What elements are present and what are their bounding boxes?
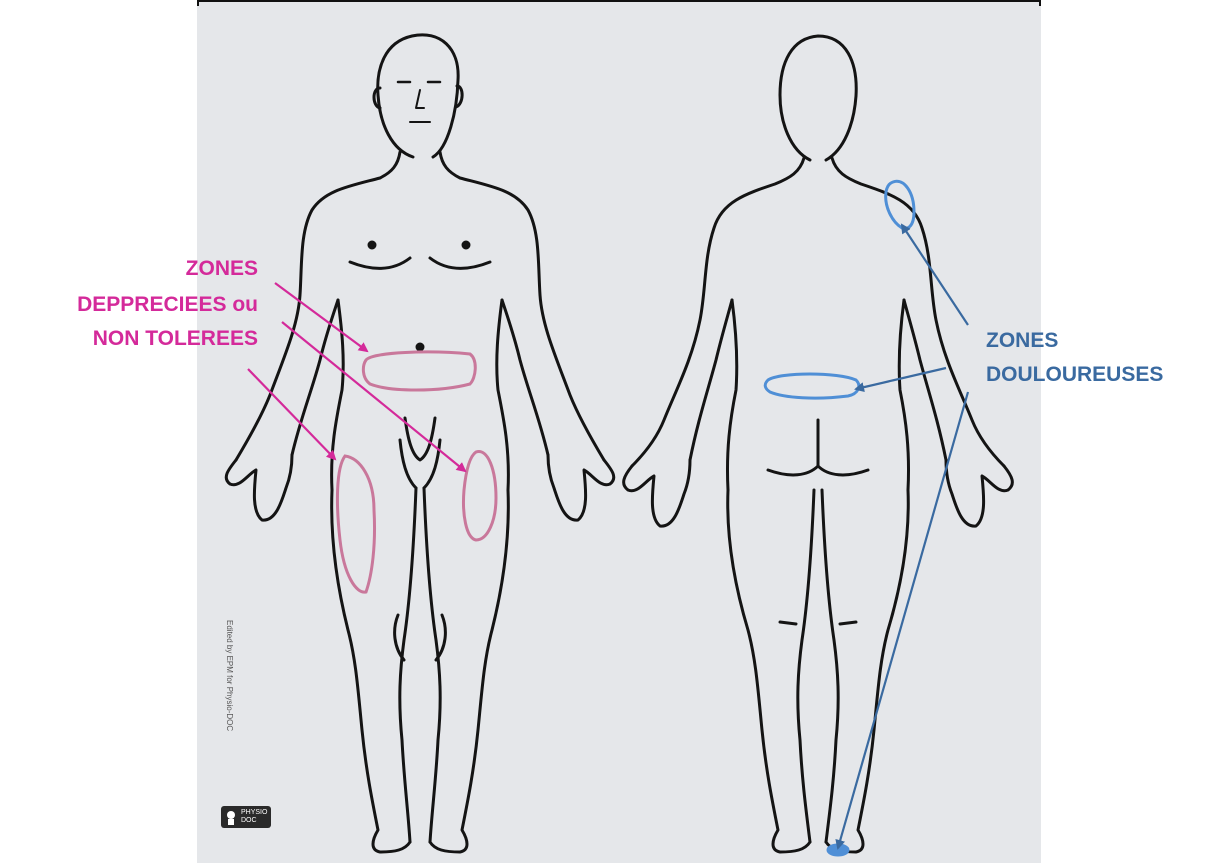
right-label-line-1: ZONES (986, 328, 1226, 354)
back-head-outline (780, 36, 856, 160)
front-groin-detail (405, 418, 435, 460)
back-left-knee (780, 622, 796, 624)
pink-zone-abdomen (363, 352, 475, 390)
pink-arrows (248, 283, 465, 471)
front-right-hand (548, 455, 614, 520)
front-torso-right-outline (440, 152, 604, 460)
blue-arrow-heel (838, 392, 968, 848)
physio-doc-logo: PHYSIO DOC (221, 806, 271, 828)
back-right-inner-arm (904, 300, 946, 460)
front-left-leg-inner (400, 488, 416, 842)
back-torso-right-outline (832, 158, 1004, 466)
front-torso-left-outline (236, 152, 400, 460)
front-left-hand (226, 455, 292, 520)
left-label-line-3: NON TOLEREES (0, 326, 258, 352)
credit-text-container: Edited by EPM for Physio-DOC (222, 620, 236, 750)
logo-text: PHYSIO DOC (241, 809, 271, 825)
front-right-flank (497, 300, 509, 490)
back-left-flank (727, 300, 736, 490)
back-left-hand (624, 460, 690, 526)
back-right-knee (840, 622, 856, 624)
front-face-nose (416, 90, 424, 108)
right-label-line-2: DOULOUREUSES (986, 362, 1226, 388)
back-left-inner-arm (690, 300, 732, 460)
front-right-inner-arm (502, 300, 548, 455)
front-right-leg-inner (424, 488, 440, 842)
pink-zones (337, 352, 496, 592)
pink-zone-right-thigh (464, 452, 497, 540)
blue-zone-shoulder (886, 181, 914, 228)
front-navel (417, 344, 423, 350)
blue-zones (765, 181, 914, 855)
back-torso-left-outline (632, 158, 804, 466)
back-right-leg-inner (822, 490, 838, 842)
back-left-leg-inner (798, 490, 814, 842)
front-right-leg-outer (430, 490, 508, 852)
left-annotation-label: ZONES DEPPRECIEES ou NON TOLEREES (0, 256, 258, 352)
front-chest-line (350, 258, 490, 268)
left-label-line-1: ZONES (0, 256, 258, 282)
credit-text: Edited by EPM for Physio-DOC (225, 620, 234, 731)
front-left-nipple (369, 242, 375, 248)
front-groin (400, 440, 440, 488)
front-right-nipple (463, 242, 469, 248)
logo-icon (221, 806, 241, 828)
pink-zone-left-thigh (337, 456, 374, 592)
front-body-figure (226, 35, 614, 852)
back-right-hand (946, 460, 1012, 526)
right-annotation-label: ZONES DOULOUREUSES (986, 328, 1226, 388)
left-label-line-2: DEPPRECIEES ou (0, 292, 258, 318)
blue-zone-lower-back (765, 374, 859, 398)
back-right-flank (899, 300, 908, 490)
front-left-leg-outer (332, 490, 410, 852)
